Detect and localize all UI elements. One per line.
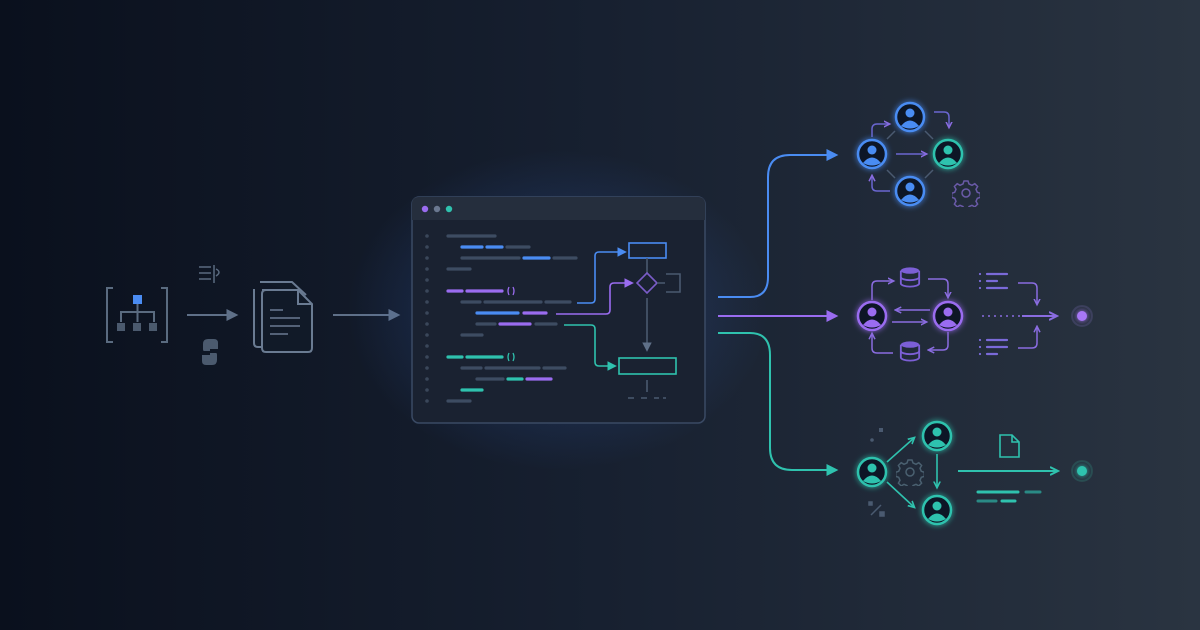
line-number-dot (425, 355, 429, 359)
python-icon (202, 339, 218, 365)
flowchart (556, 242, 681, 399)
person-icon (932, 138, 964, 170)
target-dot-icon (1071, 305, 1093, 327)
flow-output-box (618, 357, 677, 375)
person-icon (856, 138, 888, 170)
agent-cluster-blue (856, 101, 980, 207)
code-parens (507, 286, 515, 296)
person-icon (894, 101, 926, 133)
line-number-dot (425, 322, 429, 326)
person-icon (856, 456, 888, 488)
branch-arrow-blue (718, 149, 839, 298)
window-dot-gray[interactable] (433, 205, 441, 213)
text-parse-icon (199, 265, 220, 283)
flow-decision-diamond (635, 271, 659, 295)
line-number-dot (425, 234, 429, 238)
person-icon (921, 420, 953, 452)
target-dot-icon (1071, 460, 1093, 482)
line-number-dot (425, 256, 429, 260)
line-number-dot (425, 300, 429, 304)
documents-stack-icon (253, 281, 313, 353)
line-number-dot (425, 311, 429, 315)
line-number-dot (425, 278, 429, 282)
line-number-dot (425, 267, 429, 271)
code-lines (425, 234, 578, 403)
person-icon (856, 300, 888, 332)
window-dot-teal[interactable] (445, 205, 453, 213)
scatter-dot (879, 428, 883, 432)
person-icon (894, 175, 926, 207)
line-number-dot (425, 344, 429, 348)
line-number-dot (425, 366, 429, 370)
line-number-dot (425, 377, 429, 381)
scatter-dot (870, 438, 874, 442)
output-text-lines (976, 490, 1042, 503)
person-icon (921, 494, 953, 526)
flow-link-teal (564, 324, 617, 371)
flow-link-purple (556, 278, 634, 315)
agent-cluster-teal (856, 420, 1093, 526)
list-icon (978, 338, 1009, 356)
list-icon (978, 272, 1009, 290)
line-number-dot (425, 245, 429, 249)
line-number-dot (425, 388, 429, 392)
line-number-dot (425, 399, 429, 403)
line-number-dot (425, 289, 429, 293)
document-icon (999, 434, 1020, 458)
code-parens (507, 352, 515, 362)
line-number-dot (425, 333, 429, 337)
transform-icon (868, 501, 885, 517)
code-editor-window (411, 196, 706, 424)
agent-cluster-purple (856, 266, 1093, 362)
person-icon (932, 300, 964, 332)
window-dot-purple[interactable] (421, 205, 429, 213)
branch-arrow-teal (718, 332, 839, 476)
hierarchy-bracket-icon (106, 287, 168, 343)
flow-link-blue (577, 247, 627, 304)
